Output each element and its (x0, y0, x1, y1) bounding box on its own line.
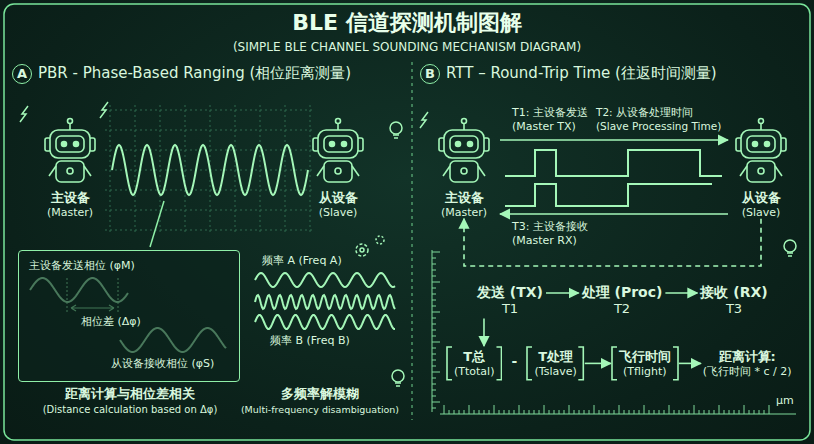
connector-arrow (500, 139, 728, 141)
node-subtext: 相位差 (Δφ) (81, 315, 141, 328)
sine-wave (255, 273, 395, 287)
result-formula: 距离计算:(飞行时间 * c / 2) (701, 346, 794, 381)
flow-step: 接收 (RX)T3 (697, 282, 770, 318)
node-heading: 主设备 (428, 190, 500, 206)
bulb (784, 240, 796, 252)
node-heading: 主设备发送相位 (φM) (29, 259, 135, 272)
robot-node: 从设备(Slave) (728, 118, 794, 219)
text-label: (Slave Processing Time) (596, 120, 721, 133)
node-subtext: (Tslave) (534, 365, 576, 378)
text-label: T2: 从设备处理时间 (596, 106, 693, 119)
node-heading: A (17, 66, 27, 82)
gear (360, 248, 364, 252)
sine-wave (255, 315, 395, 329)
connector-arrow (464, 219, 761, 266)
sine-wave (255, 295, 395, 309)
text-label: - (512, 353, 518, 370)
bulb (393, 135, 399, 138)
node-subtext: 从设备接收相位 (φS) (111, 357, 214, 370)
text-label: μm (776, 394, 794, 407)
connector-arrow (585, 363, 611, 365)
spark (420, 112, 428, 128)
robot-figure (736, 119, 786, 183)
node-heading: 处理 (Proc) (582, 284, 663, 301)
leader-line (150, 201, 164, 247)
panel-letter: B (420, 64, 440, 84)
rx-pulse (505, 184, 712, 206)
node-subtext: T3 (700, 301, 767, 317)
robot-node: 主设备(Master) (428, 118, 500, 219)
node-heading: 主设备 (28, 190, 112, 206)
title: BLE 信道探测机制图解 (292, 10, 521, 36)
node-subtext: (Slave) (728, 206, 794, 219)
robot-figure (439, 119, 489, 183)
text-label: (Master TX) (512, 120, 576, 133)
text-label: (Multi-frequency disambiguation) (241, 404, 399, 415)
phase-inset: 主设备发送相位 (φM) 相位差 (Δφ) 从设备接收相位 (φS) (18, 250, 240, 382)
robot-figure (313, 119, 363, 183)
node-subtext: T1 (477, 301, 543, 317)
gear (376, 236, 384, 244)
frame (4, 4, 810, 440)
robot-node: 主设备(Master) (28, 118, 112, 219)
gear (356, 244, 368, 256)
connector-arrow (500, 213, 728, 215)
text-label: (Distance calculation based on Δφ) (43, 404, 218, 416)
text-label: PBR - Phase-Based Ranging (相位距离测量) (38, 64, 351, 82)
text-label: 频率 B (Freq B) (270, 334, 350, 347)
robots (45, 119, 786, 183)
connector-arrow (483, 318, 485, 346)
node-heading: 从设备 (728, 190, 794, 206)
text-label: (SIMPLE BLE CHANNEL SOUNDING MECHANISM D… (233, 40, 581, 54)
node-subtext: (Tflight) (619, 365, 671, 378)
connector-arrow (679, 363, 701, 365)
text-label: 多频率解模糊 (281, 386, 359, 402)
text-label: T3: 主设备接收 (512, 220, 588, 233)
robot-node: 从设备(Slave) (296, 118, 380, 219)
node-heading: B (425, 66, 435, 82)
bracket-term: T总(Ttotal) (446, 346, 502, 381)
connector-arrow (665, 292, 697, 294)
divider (412, 62, 413, 420)
node-subtext: T2 (582, 301, 663, 317)
panel-letter: A (12, 64, 32, 84)
text-label: RTT – Round-Trip Time (往返时间测量) (446, 64, 717, 82)
node-heading: 发送 (TX) (477, 284, 543, 301)
spark (100, 102, 108, 118)
spark (20, 106, 28, 122)
bracket-term: T处理(Tslave) (526, 346, 584, 381)
tx-pulse (505, 150, 722, 176)
ruler (432, 250, 796, 414)
node-subtext: (Master) (28, 206, 112, 219)
node-heading: 从设备 (296, 190, 380, 206)
node-subtext: (Slave) (296, 206, 380, 219)
text-label: (Master RX) (512, 234, 577, 247)
connector-arrow (546, 292, 579, 294)
bulb (392, 370, 404, 382)
node-subtext: (飞行时间 * c / 2) (703, 365, 792, 378)
node-subtext: (Master) (428, 206, 500, 219)
grid (105, 105, 315, 235)
text-label: T1: 主设备发送 (512, 106, 588, 119)
robot-figure (45, 119, 95, 183)
bulb (787, 253, 793, 256)
flow-step: 发送 (TX)T1 (474, 282, 546, 318)
sine-wave (112, 145, 308, 195)
text-label: 距离计算与相位差相关 (65, 386, 195, 402)
node-heading: 距离计算: (703, 349, 792, 365)
node-heading: 接收 (RX) (700, 284, 767, 301)
bulb (390, 122, 402, 134)
node-heading: T处理 (534, 349, 576, 365)
flow-step: 处理 (Proc)T2 (579, 282, 666, 318)
text-label: 频率 A (Freq A) (262, 254, 342, 267)
bracket-term: 飞行时间(Tflight) (611, 346, 679, 381)
node-heading: T总 (454, 349, 494, 365)
bulb (395, 383, 401, 386)
node-heading: 飞行时间 (619, 349, 671, 365)
node-subtext: (Ttotal) (454, 365, 494, 378)
